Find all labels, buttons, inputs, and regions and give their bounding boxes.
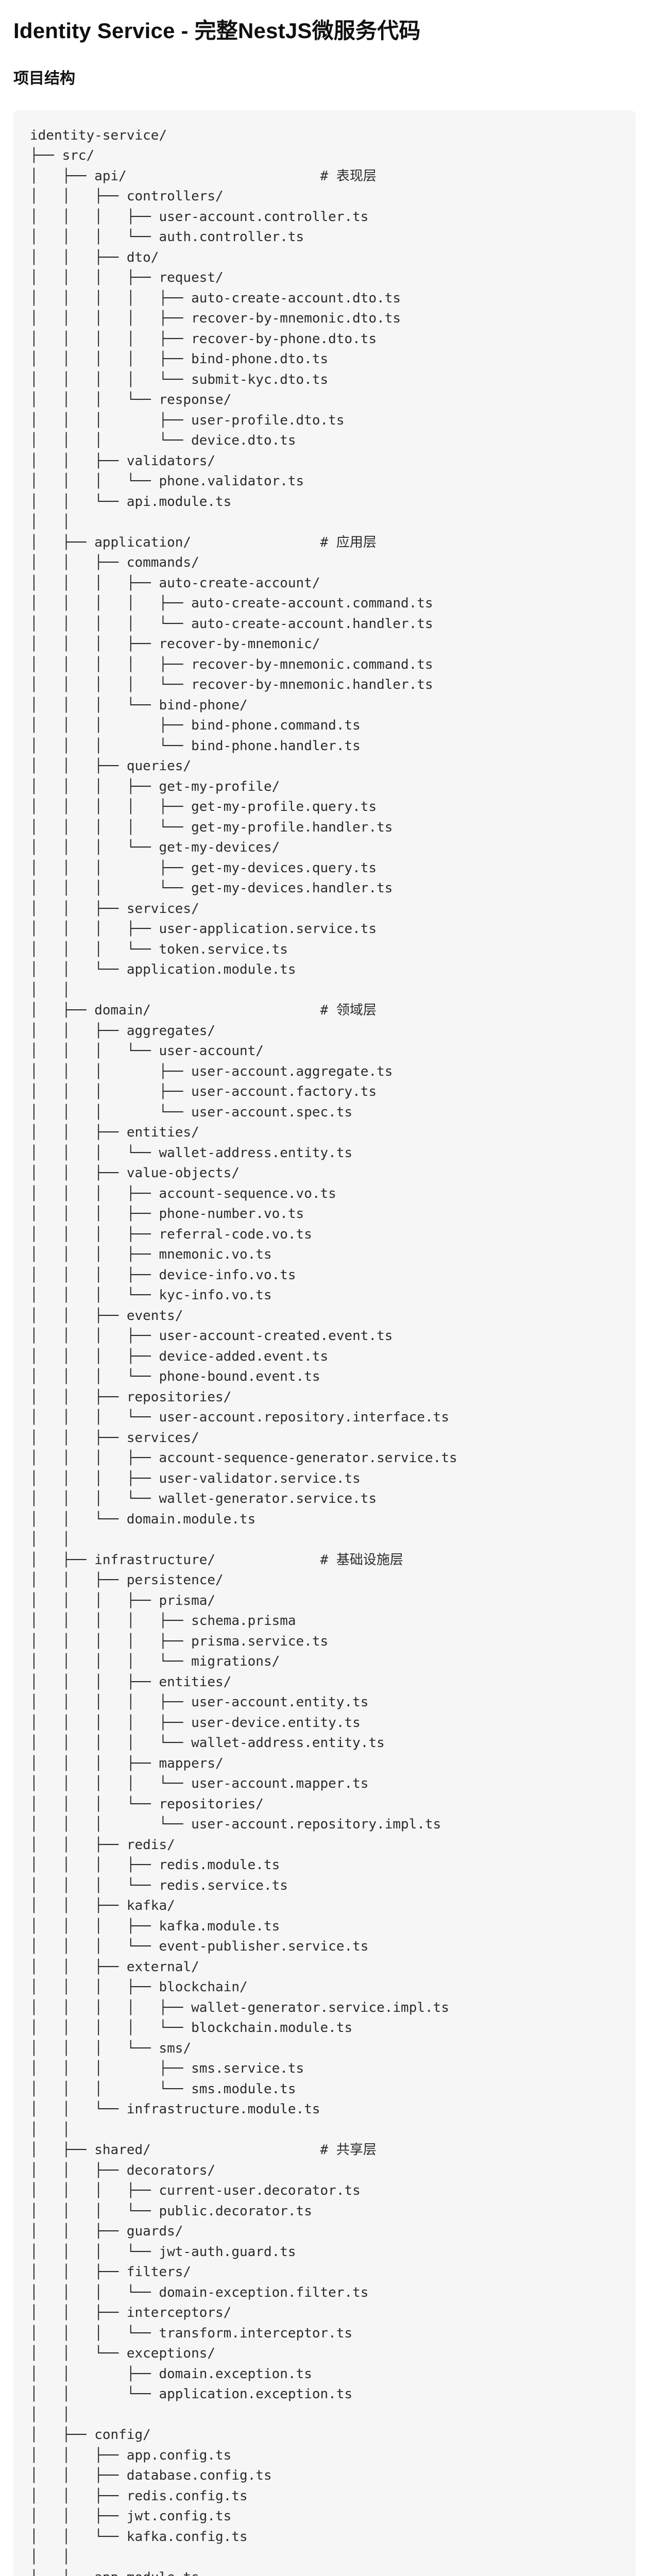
file-tree: identity-service/ ├── src/ │ ├── api/ # … (30, 127, 457, 2576)
code-block: identity-service/ ├── src/ │ ├── api/ # … (13, 110, 636, 2576)
page-title: Identity Service - 完整NestJS微服务代码 (13, 19, 421, 43)
section-heading-project-structure: 项目结构 (13, 70, 75, 87)
